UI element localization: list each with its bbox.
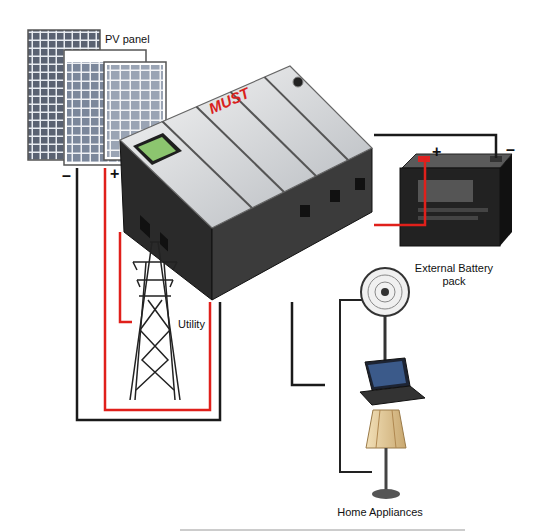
wire-connector: [120, 232, 132, 322]
laptop-art: [365, 358, 410, 390]
black-wire: [77, 168, 220, 420]
laptop-art: [368, 361, 406, 387]
inverter-art: [355, 178, 365, 190]
fan-art: [361, 268, 409, 316]
inverter-node: MUST: [120, 66, 374, 302]
red-wire: [120, 232, 132, 322]
fan-art: [381, 288, 389, 296]
black-wire: [292, 302, 325, 385]
utility-node: Utility: [132, 240, 227, 405]
branch-wire: [340, 300, 362, 385]
polarity-mark: +: [110, 166, 119, 182]
inverter-art: [330, 190, 340, 202]
utility-tower-art: [150, 241, 160, 243]
utility-tower-art: [130, 242, 180, 400]
laptop-art: [360, 386, 425, 405]
inverter-art: [133, 133, 182, 165]
utility-tower-art: [136, 300, 174, 390]
utility-tower-art: [135, 262, 175, 400]
inverter-art: [160, 232, 168, 251]
red-wire: [374, 158, 425, 225]
pv-panel-node: PV panel: [25, 28, 170, 168]
utility-tower-art: [130, 242, 180, 400]
lamp-art: [376, 410, 380, 448]
wire-connector: [292, 302, 325, 385]
inverter-art: [293, 77, 303, 87]
underline-rule: [180, 530, 465, 531]
node-label: External Battery pack: [414, 262, 494, 288]
inverter-art: [120, 66, 372, 228]
lamp-art: [372, 489, 400, 499]
fan-art: [368, 275, 402, 309]
battery-art: [400, 154, 512, 246]
battery-art: [500, 154, 512, 246]
inverter-art: [120, 66, 372, 300]
polarity-mark: –: [506, 142, 515, 158]
utility-tower-art: [133, 262, 177, 296]
inverter-art: [197, 107, 285, 192]
battery-art: [418, 216, 478, 220]
battery-art: [400, 168, 500, 246]
inverter-art: [300, 205, 310, 217]
fan-art: [375, 282, 395, 302]
laptop-art: [360, 358, 425, 405]
polarity-mark: –: [62, 168, 71, 184]
lamp-art: [392, 410, 396, 448]
inverter-art: [140, 215, 150, 238]
wire-connector: [77, 168, 220, 420]
battery-art: [418, 208, 488, 212]
utility-tower-art: [133, 262, 177, 287]
node-label: MUST: [201, 82, 257, 119]
node-label: PV panel: [105, 33, 167, 46]
wire-connector: [374, 135, 496, 225]
node-label: Home Appliances: [325, 506, 435, 519]
red-wire: [105, 168, 210, 410]
inverter-art: [163, 122, 253, 209]
polarity-mark: +: [432, 144, 441, 160]
inverter-art: [231, 92, 317, 176]
lamp-art: [385, 448, 388, 492]
appliances-node: Home Appliances: [325, 262, 435, 524]
node-label: Utility: [178, 318, 223, 331]
inverter-art: [138, 137, 176, 161]
battery-node: External Battery pack: [392, 158, 517, 298]
lamp-art: [366, 410, 406, 499]
inverter-art: [265, 77, 349, 160]
lamp-art: [366, 410, 406, 448]
